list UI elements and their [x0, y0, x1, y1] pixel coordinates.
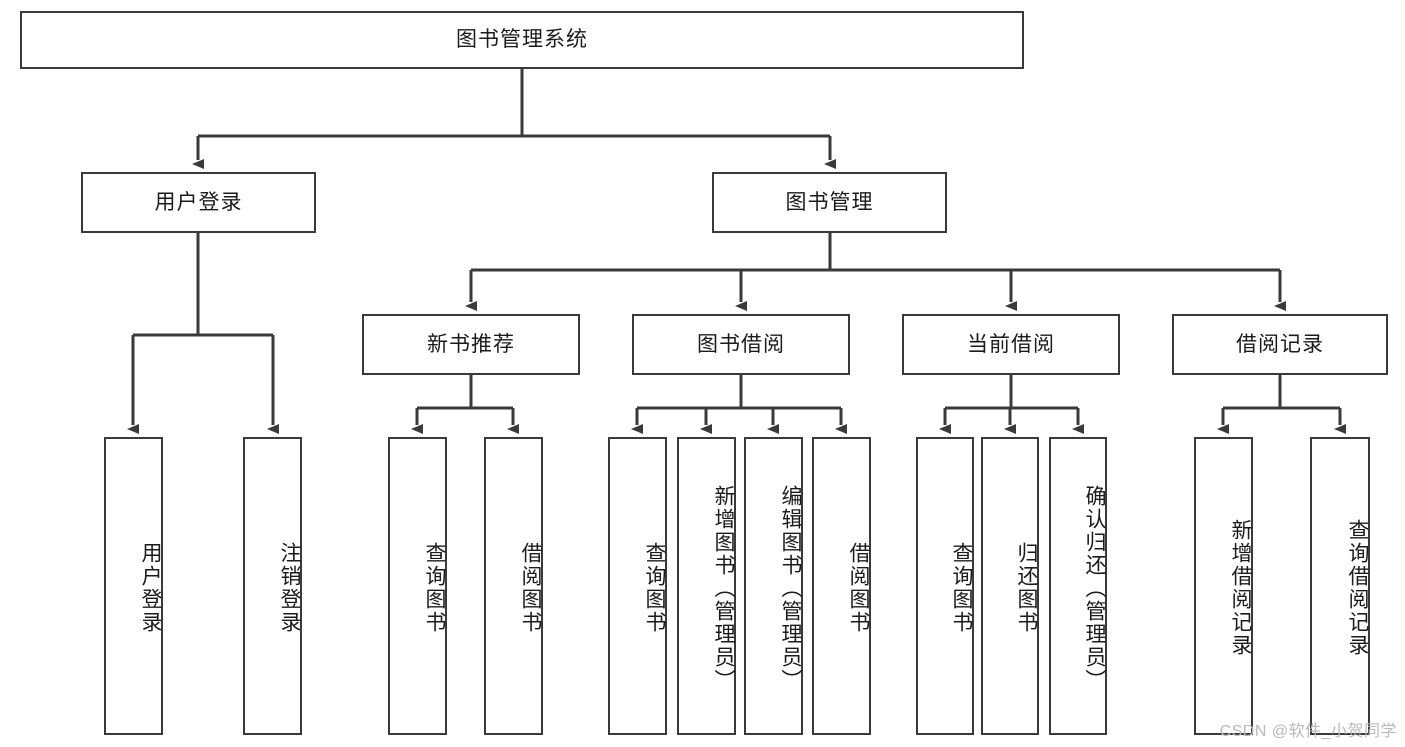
node-leaf-query-book-3[interactable]: 查询图书	[916, 437, 974, 735]
node-leaf-borrow-book-2-label: 借阅图书	[847, 542, 870, 634]
node-root-label: 图书管理系统	[456, 28, 588, 52]
node-book-borrow-label: 图书借阅	[697, 332, 785, 356]
node-leaf-query-book-1[interactable]: 查询图书	[388, 437, 447, 735]
node-root[interactable]: 图书管理系统	[20, 11, 1024, 69]
node-leaf-edit-book-label: 编辑图书（管理员）	[779, 484, 802, 692]
node-leaf-confirm-return[interactable]: 确认归还（管理员）	[1049, 437, 1107, 735]
node-leaf-edit-book[interactable]: 编辑图书（管理员）	[744, 437, 803, 735]
node-current-borrow[interactable]: 当前借阅	[902, 314, 1120, 375]
node-leaf-user-login-label: 用户登录	[139, 542, 162, 634]
node-book-manage-label: 图书管理	[785, 190, 874, 214]
node-user-login-label: 用户登录	[154, 190, 243, 214]
node-new-book-rec[interactable]: 新书推荐	[362, 314, 580, 375]
node-borrow-record-label: 借阅记录	[1236, 332, 1324, 356]
node-leaf-query-record-label: 查询借阅记录	[1346, 519, 1369, 657]
node-leaf-return-book-label: 归还图书	[1015, 542, 1038, 634]
node-user-login[interactable]: 用户登录	[81, 172, 316, 233]
node-leaf-add-book-label: 新增图书（管理员）	[712, 484, 735, 692]
node-borrow-record[interactable]: 借阅记录	[1172, 314, 1388, 375]
node-leaf-query-book-2-label: 查询图书	[643, 542, 666, 634]
node-leaf-borrow-book-1-label: 借阅图书	[519, 542, 542, 634]
node-leaf-user-logout[interactable]: 注销登录	[243, 437, 302, 735]
node-leaf-add-book[interactable]: 新增图书（管理员）	[677, 437, 736, 735]
node-new-book-rec-label: 新书推荐	[427, 332, 515, 356]
node-leaf-query-book-1-label: 查询图书	[423, 542, 446, 634]
node-leaf-user-logout-label: 注销登录	[278, 542, 301, 634]
node-leaf-query-book-2[interactable]: 查询图书	[608, 437, 667, 735]
node-book-borrow[interactable]: 图书借阅	[632, 314, 850, 375]
node-leaf-query-book-3-label: 查询图书	[950, 542, 973, 634]
node-leaf-user-login[interactable]: 用户登录	[104, 437, 163, 735]
node-leaf-add-record[interactable]: 新增借阅记录	[1194, 437, 1253, 735]
node-current-borrow-label: 当前借阅	[967, 332, 1055, 356]
node-leaf-query-record[interactable]: 查询借阅记录	[1310, 437, 1370, 735]
node-book-manage[interactable]: 图书管理	[712, 172, 947, 233]
node-leaf-return-book[interactable]: 归还图书	[981, 437, 1039, 735]
node-leaf-borrow-book-2[interactable]: 借阅图书	[812, 437, 871, 735]
node-leaf-confirm-return-label: 确认归还（管理员）	[1083, 484, 1106, 692]
node-leaf-add-record-label: 新增借阅记录	[1229, 519, 1252, 657]
node-leaf-borrow-book-1[interactable]: 借阅图书	[484, 437, 543, 735]
csdn-watermark: CSDN @软件_小贺同学	[1219, 723, 1397, 740]
